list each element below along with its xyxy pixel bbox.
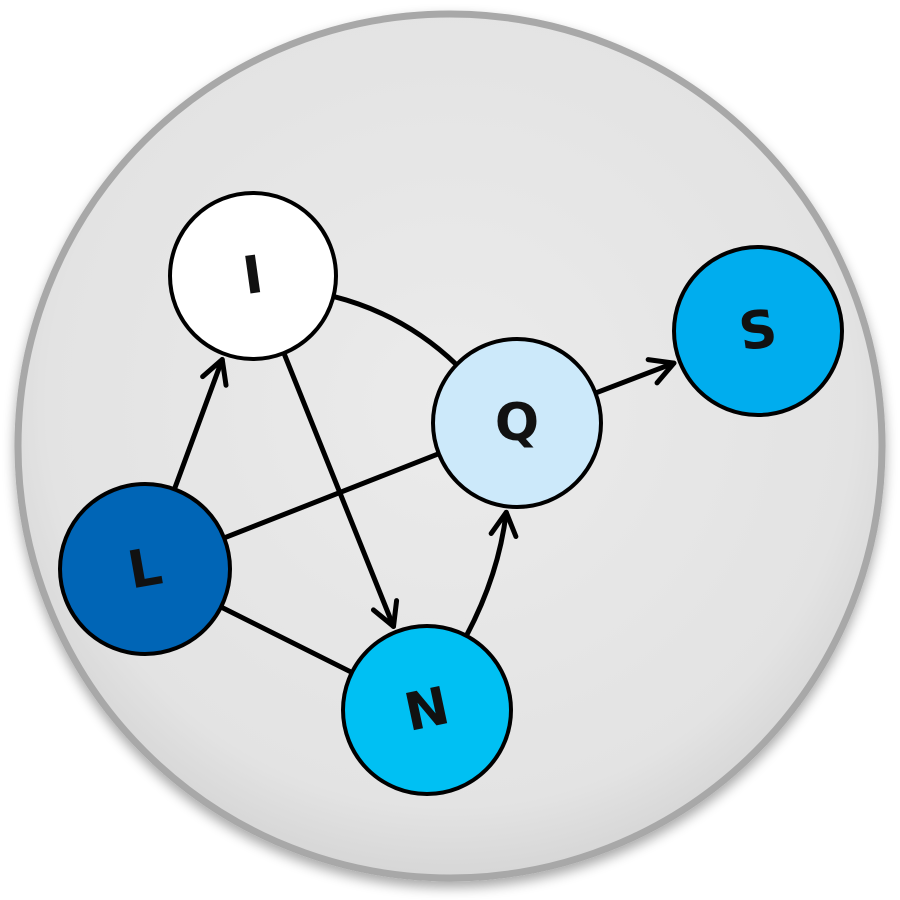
node-circle: [168, 191, 338, 361]
edge-line: [463, 509, 509, 639]
arrowhead-icon: [370, 598, 400, 629]
edge-line: [330, 293, 460, 368]
arrowhead-icon: [645, 357, 677, 386]
node-circle: [341, 624, 513, 796]
edge-q-to-s: [592, 357, 677, 396]
node-s: S: [672, 245, 844, 417]
edge-line: [218, 604, 355, 675]
edge-line: [221, 451, 442, 541]
edge-l-to-n: [218, 604, 355, 675]
nodes-layer: I Q S LN: [58, 191, 844, 796]
node-n: N: [341, 624, 513, 796]
arrowhead-icon: [488, 509, 519, 539]
arrowhead-icon: [200, 357, 229, 388]
node-q: Q: [431, 337, 603, 509]
edge-l-to-q: [221, 451, 442, 541]
edge-i-to-n: [281, 350, 400, 629]
node-circle: [431, 337, 603, 509]
node-l: L: [58, 482, 232, 656]
edge-line: [592, 360, 677, 396]
edge-line: [171, 357, 225, 492]
edge-n-to-q: [463, 509, 519, 639]
node-circle: [58, 482, 232, 656]
edge-l-to-i: [171, 357, 229, 492]
edges-layer: [171, 293, 677, 675]
node-circle: [672, 245, 844, 417]
edge-i-to-q: [330, 293, 460, 368]
edge-line: [281, 350, 397, 629]
node-label: Q: [495, 393, 539, 453]
node-label: S: [735, 299, 780, 364]
node-i: I: [168, 191, 338, 361]
